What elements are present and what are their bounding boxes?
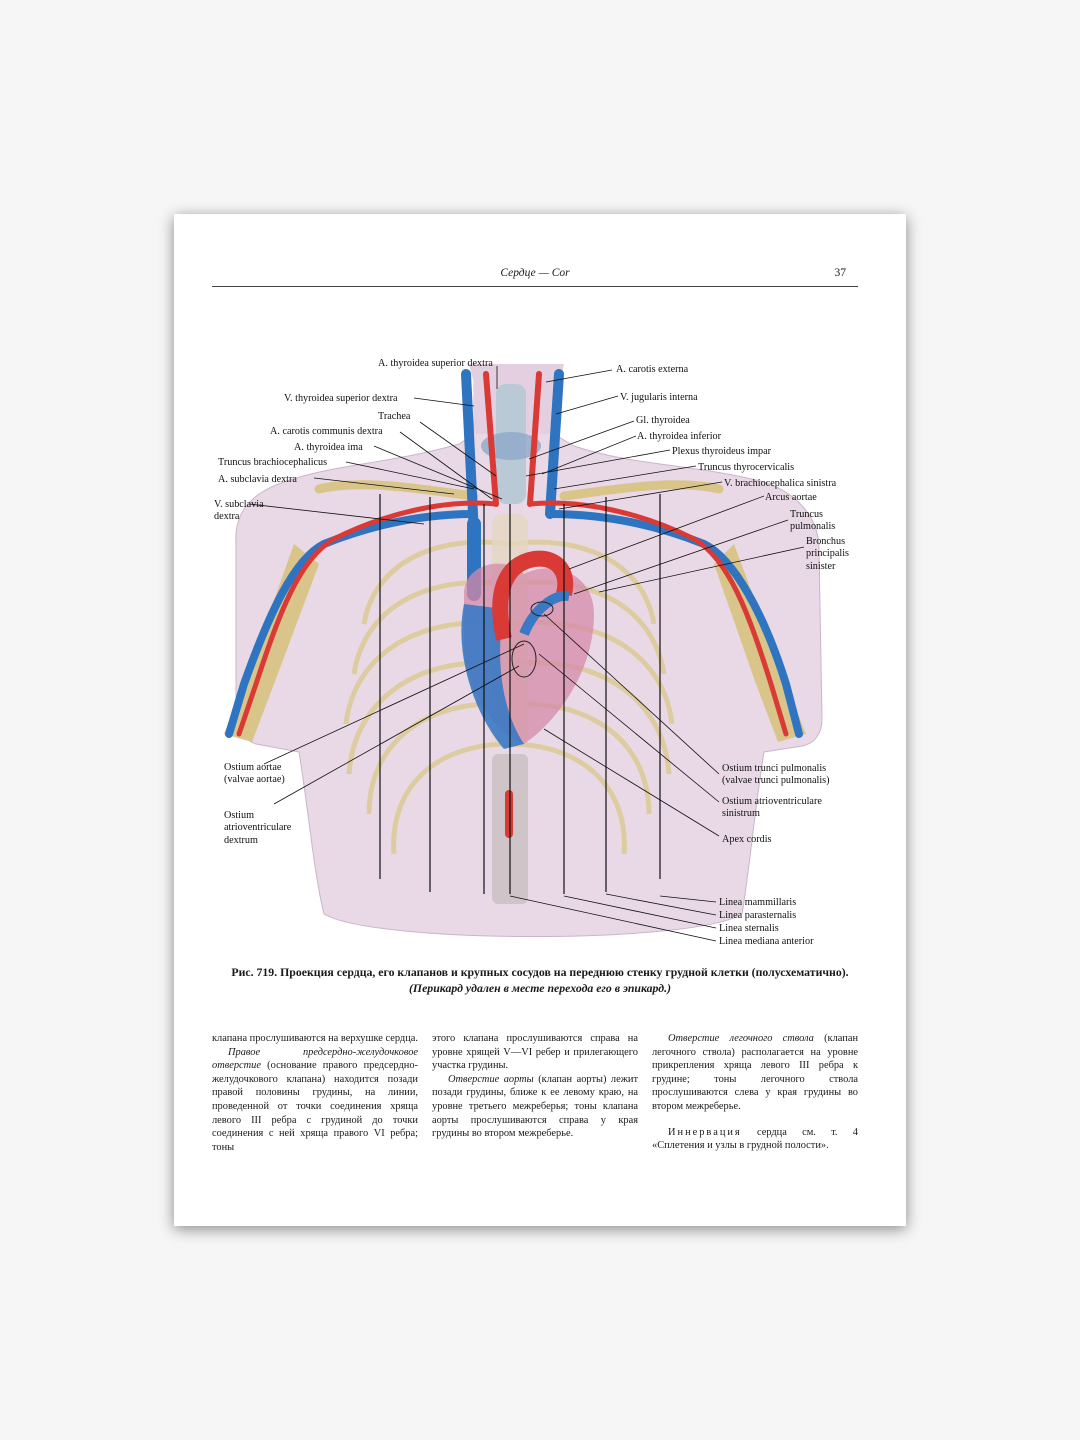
paragraph-text: сердца см. т. 4 «Сплетения и узлы в груд… [652,1126,858,1152]
paragraph: Отверстие легочного ствола (клапан легоч… [652,1032,858,1114]
label-subclavia-v-1: V. subclavia [214,499,264,510]
label-gl-thyroidea: Gl. thyroidea [636,415,690,426]
left-clavicle [559,480,724,501]
paragraph-text: (основание правого предсердно-желудочков… [212,1060,418,1153]
book-page: Сердце — Cor 37 [174,214,906,1226]
emphasis: Отверстие легочного ствола [668,1033,814,1044]
label-truncus-pulm-2: pulmonalis [790,521,835,532]
label-linea-paraster: Linea parasternalis [719,910,796,921]
label-jugularis-interna: V. jugularis interna [620,392,698,403]
label-ostium-av-dex-2: atrioventriculare [224,822,292,833]
text-column-1: клапана прослушиваются на верхушке сердц… [212,1032,418,1154]
label-ostium-av-dex-1: Ostium [224,810,254,821]
valve-ring [530,601,554,617]
label-thyroidea-sup-v: V. thyroidea superior dextra [284,393,398,404]
label-linea-mamm: Linea mammillaris [719,897,796,908]
caption-main: Рис. 719. Проекция сердца, его клапанов … [231,965,849,979]
label-ostium-av-dex-3: dextrum [224,835,258,846]
paragraph: клапана прослушиваются на верхушке сердц… [212,1033,418,1044]
caption-sub: (Перикард удален в месте перехода его в … [408,981,672,995]
label-thyroidea-ima: A. thyroidea ima [294,442,363,453]
label-truncus-pulm-1: Truncus [790,509,823,520]
spaced-term: Иннервация [668,1126,742,1138]
running-head: Сердце — Cor 37 [212,264,858,287]
paragraph: Отверстие аорты (клапан аорты) лежит поз… [432,1073,638,1141]
label-linea-mediana: Linea mediana anterior [719,936,814,947]
label-brachio-sinistra: V. brachiocephalica sinistra [724,478,837,489]
label-linea-sternalis: Linea sternalis [719,923,779,934]
label-ostium-aortae-2: (valvae aortae) [224,774,285,785]
paragraph: Иннервация сердца см. т. 4 «Сплетения и … [652,1126,858,1153]
right-clavicle [314,480,479,501]
page-number: 37 [834,267,847,279]
label-bronchus-2: principalis [806,548,849,559]
emphasis: Правое предсердно-желудочковое отверстие [212,1046,418,1072]
label-ostium-pulm-2: (valvae trunci pulmonalis) [722,775,830,786]
label-subclavia-v-2: dextra [214,511,240,522]
label-arcus-aortae: Arcus aortae [765,492,817,503]
right-heart [461,604,524,749]
label-subclavia-a: A. subclavia dextra [218,474,297,485]
heart-projection-illustration: A. thyroidea superior dextra A. carotis … [214,358,849,947]
label-ostium-av-sin-2: sinistrum [722,808,760,819]
label-carotis-communis: A. carotis communis dextra [270,426,383,437]
leader-lines [248,366,805,942]
label-truncus-brachio: Truncus brachiocephalicus [218,457,327,468]
label-ostium-aortae-1: Ostium aortae [224,762,282,773]
label-truncus-thyrocerv: Truncus thyrocervicalis [698,462,794,473]
paragraph-text: (клапан легочного ствола) располагается … [652,1033,858,1112]
label-bronchus-1: Bronchus [806,536,845,547]
paragraph: Правое предсердно-желудочковое отверстие… [212,1046,418,1155]
label-carotis-externa: A. carotis externa [616,364,689,375]
label-ostium-pulm-1: Ostium trunci pulmonalis [722,763,826,774]
text-column-3: Отверстие легочного ствола (клапан легоч… [652,1032,858,1153]
label-trachea: Trachea [378,411,411,422]
reference-lines [379,494,661,894]
pulmonary-trunk [519,590,570,637]
valve-ring [511,640,537,678]
running-head-title: Сердце — Cor [500,267,570,279]
label-apex: Apex cordis [722,834,772,845]
label-bronchus-3: sinister [806,561,836,572]
label-thyroidea-sup-a: A. thyroidea superior dextra [378,358,493,369]
figure-caption: Рис. 719. Проекция сердца, его клапанов … [204,964,876,996]
label-plexus-thyroideus: Plexus thyroideus impar [672,446,772,457]
label-thyroidea-inferior: A. thyroidea inferior [637,431,722,442]
label-ostium-av-sin-1: Ostium atrioventriculare [722,796,822,807]
text-column-2: этого клапана прослушиваются справа на у… [432,1032,638,1141]
paragraph: этого клапана прослушиваются справа на у… [432,1033,638,1072]
thyroid-gland [481,432,541,460]
emphasis: Отверстие аорты [448,1073,534,1085]
paragraph-text: (клапан аорты) лежит позади грудины, бли… [432,1073,638,1140]
